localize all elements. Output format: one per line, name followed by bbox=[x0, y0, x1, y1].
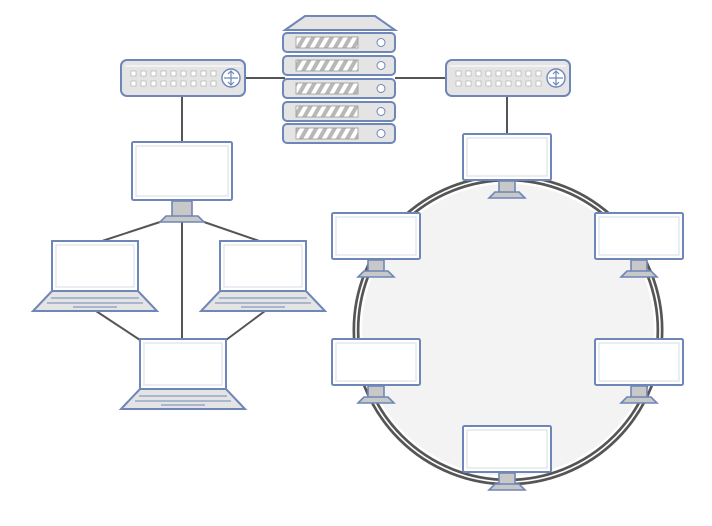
link-laptop-left-laptop-bottom bbox=[95, 310, 141, 341]
server-unit bbox=[282, 101, 396, 122]
server-rack-icon bbox=[281, 15, 399, 144]
link-hub-laptop-right bbox=[203, 221, 266, 244]
monitor-icon bbox=[131, 141, 233, 223]
link-hub-laptop-left bbox=[95, 221, 161, 244]
monitor-icon bbox=[331, 212, 421, 278]
monitor-icon bbox=[462, 425, 552, 491]
server-unit bbox=[282, 32, 396, 53]
link-laptop-right-laptop-bottom bbox=[225, 310, 266, 341]
monitor-icon bbox=[594, 212, 684, 278]
server-top bbox=[281, 15, 399, 31]
laptop-icon bbox=[118, 338, 248, 410]
monitor-icon bbox=[594, 338, 684, 404]
ring-interior bbox=[362, 184, 654, 476]
server-unit bbox=[282, 123, 396, 144]
router-icon bbox=[120, 59, 246, 97]
laptop-icon bbox=[30, 240, 160, 312]
links bbox=[95, 77, 508, 341]
server-unit bbox=[282, 55, 396, 76]
monitor-icon bbox=[462, 133, 552, 199]
router-icon bbox=[445, 59, 571, 97]
server-unit bbox=[282, 78, 396, 99]
laptop-icon bbox=[198, 240, 328, 312]
monitor-icon bbox=[331, 338, 421, 404]
